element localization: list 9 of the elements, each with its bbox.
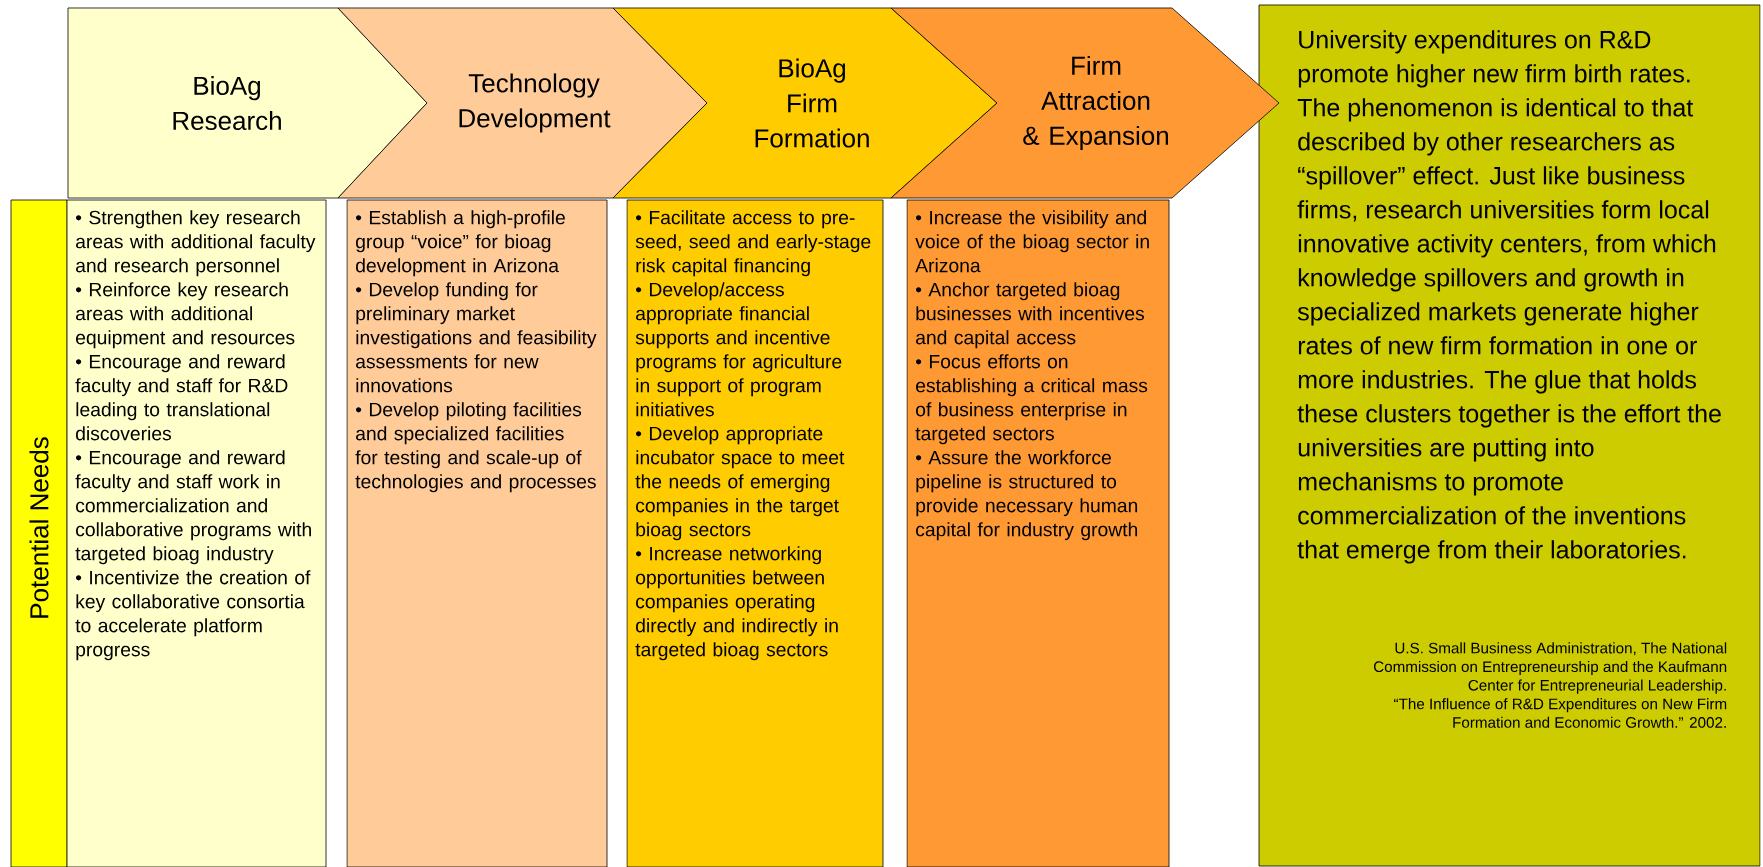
stage-header: Technology Development	[337, 7, 708, 199]
stage-header: BioAg Firm Formation	[612, 7, 998, 199]
quote-panel: University expenditures on R&D promote higher new firm birth rates. The phenomenon is identical to that described by other researchers as “spillover” effect. Just like business firms, research universities form local innovative activity centers, from which knowledge spillovers and growth in specialized markets generate higher rates of new firm formation in one or more industries. The glue that holds these clusters together is the effort the universities are putting into mechanisms to promote commercialization of the inventions that emerge from their laboratories. U.S. Small Business Administration, The National Commission on Entrepreneurship and the Kaufmann Center for Entrepreneurial Leadership. “The Influence of R&D Expenditures on New Firm Formation and Economic Growth.” 2002.	[1258, 4, 1761, 867]
needs-list-box: • Increase the visibility and voice of the bioag sector in Arizona • Anchor targeted bioag businesses with incentives and capital access • Focus efforts on establishing a critical mass of business enterprise in targeted sectors • Assure the workforce pipeline is structured to provide necessary human capital for industry growth	[906, 199, 1170, 867]
stage-header: Firm Attraction & Expansion	[890, 7, 1280, 199]
stage-header: BioAg Research	[67, 7, 428, 199]
side-label-band: Potential Needs	[10, 199, 68, 867]
needs-list-box: • Establish a high-profile group “voice” for bioag development in Arizona • Develop funding for preliminary market investigations and feasibility assessments for new innovations • Develop piloting facilities and specialized facilities for testing and scale-up of technologies and processes	[346, 199, 608, 867]
needs-list-box: • Facilitate access to pre-seed, seed and early-stage risk capital financing • Develop/access appropriate financial supports and incentive programs for agriculture in support of program initiatives • Develop appropriate incubator space to meet the needs of emerging companies in the target bioag sectors • Increase networking opportunities between companies operating directly and indirectly in targeted bioag sectors	[626, 199, 884, 867]
